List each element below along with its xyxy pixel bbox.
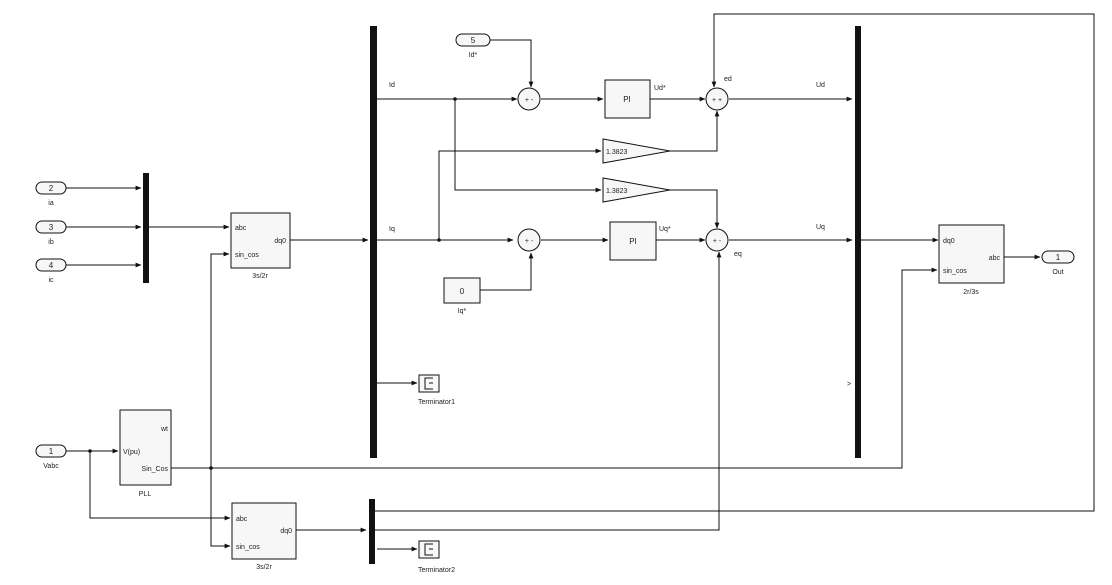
gain-top-value: 1.3823 (606, 149, 628, 156)
outport-number: 1 (1056, 253, 1061, 262)
block-3s2r-1[interactable]: abc sin_cos dq0 3s/2r (230, 212, 291, 280)
sum-3[interactable]: + + (705, 87, 729, 111)
block-2r3s-label: 2r/3s (963, 289, 979, 296)
demux-e-bar[interactable] (369, 499, 375, 564)
signal-label-id: Id (389, 82, 395, 89)
block-pi-q-text: PI (629, 237, 637, 246)
block-2r3s-in2: sin_cos (943, 268, 967, 275)
inport-ia-number: 2 (49, 184, 54, 193)
signal-label-iq: Iq (389, 226, 395, 233)
block-pll-out1: wt (160, 426, 168, 433)
block-pll-out2: Sin_Cos (142, 466, 169, 473)
block-3s2r-2-out: dq0 (280, 528, 292, 535)
block-pi-q[interactable]: PI (609, 221, 657, 261)
signal-label-uq-star: Uq* (659, 226, 671, 233)
inport-vabc[interactable]: 1 Vabc (35, 444, 67, 470)
block-3s2r-1-in2: sin_cos (235, 252, 259, 259)
inport-ia[interactable]: 2 ia (35, 181, 67, 207)
sum-4[interactable]: + - (705, 228, 729, 252)
sum-3-signs: + + (712, 97, 722, 104)
terminator-1-label: Terminator1 (418, 399, 455, 406)
signal-label-ud: Ud (816, 82, 825, 89)
block-3s2r-1-label: 3s/2r (252, 273, 268, 280)
mux-port-marker: > (847, 381, 851, 388)
block-3s2r-1-out: dq0 (274, 238, 286, 245)
inport-vabc-number: 1 (49, 447, 54, 456)
inport-id-ref[interactable]: 5 Id* (455, 33, 491, 59)
sum-2[interactable]: + - (517, 228, 541, 252)
inport-ia-label: ia (48, 200, 54, 207)
constant-iq-ref[interactable]: 0 Iq* (443, 277, 481, 315)
terminator-1[interactable]: Terminator1 (418, 374, 455, 406)
constant-iq-ref-value: 0 (460, 287, 465, 296)
block-pll-in1: V(pu) (123, 449, 140, 456)
inport-ic-number: 4 (49, 261, 54, 270)
inport-ic[interactable]: 4 ic (35, 258, 67, 284)
block-pi-d[interactable]: PI (604, 79, 651, 119)
sum-4-signs: + - (713, 238, 722, 245)
sum-2-signs: + - (525, 238, 534, 245)
terminator-2-label: Terminator2 (418, 567, 455, 574)
sum-1[interactable]: + - (517, 87, 541, 111)
wires (66, 13, 1095, 552)
block-3s2r-2-in1: abc (236, 516, 248, 523)
block-3s2r-2-in2: sin_cos (236, 544, 260, 551)
mux-dq-bar[interactable] (855, 26, 861, 458)
demux-dq-bar[interactable] (370, 26, 377, 458)
outport-out[interactable]: 1 Out (1041, 250, 1075, 276)
signal-label-ed: ed (724, 76, 732, 83)
block-2r3s[interactable]: dq0 sin_cos abc 2r/3s (938, 224, 1005, 296)
block-3s2r-2-label: 3s/2r (256, 564, 272, 571)
block-pll-label: PLL (139, 491, 152, 498)
gain-bottom-value: 1.3823 (606, 188, 628, 195)
block-3s2r-2[interactable]: abc sin_cos dq0 3s/2r (231, 502, 297, 571)
mux-abc-bar[interactable] (143, 173, 149, 283)
sum-1-signs: + - (525, 97, 534, 104)
block-2r3s-in1: dq0 (943, 238, 955, 245)
signal-label-ud-star: Ud* (654, 85, 666, 92)
outport-label: Out (1052, 269, 1063, 276)
block-3s2r-1-in1: abc (235, 225, 247, 232)
inport-ib-label: ib (48, 239, 54, 246)
block-pll[interactable]: V(pu) wt Sin_Cos PLL (119, 409, 172, 498)
terminator-2[interactable]: Terminator2 (418, 540, 455, 574)
signal-label-eq: eq (734, 251, 742, 258)
constant-iq-ref-label: Iq* (458, 308, 467, 315)
gain-top[interactable]: 1.3823 (602, 138, 671, 164)
block-pi-d-text: PI (623, 95, 631, 104)
inport-id-ref-number: 5 (471, 36, 476, 45)
gain-bottom[interactable]: 1.3823 (602, 177, 671, 203)
inport-vabc-label: Vabc (43, 463, 59, 470)
inport-ib[interactable]: 3 ib (35, 220, 67, 246)
inport-id-ref-label: Id* (469, 52, 478, 59)
wire-junctions (88, 97, 457, 470)
signal-label-uq: Uq (816, 224, 825, 231)
inport-ic-label: ic (48, 277, 54, 284)
inport-ib-number: 3 (49, 223, 54, 232)
block-2r3s-out: abc (989, 255, 1001, 262)
